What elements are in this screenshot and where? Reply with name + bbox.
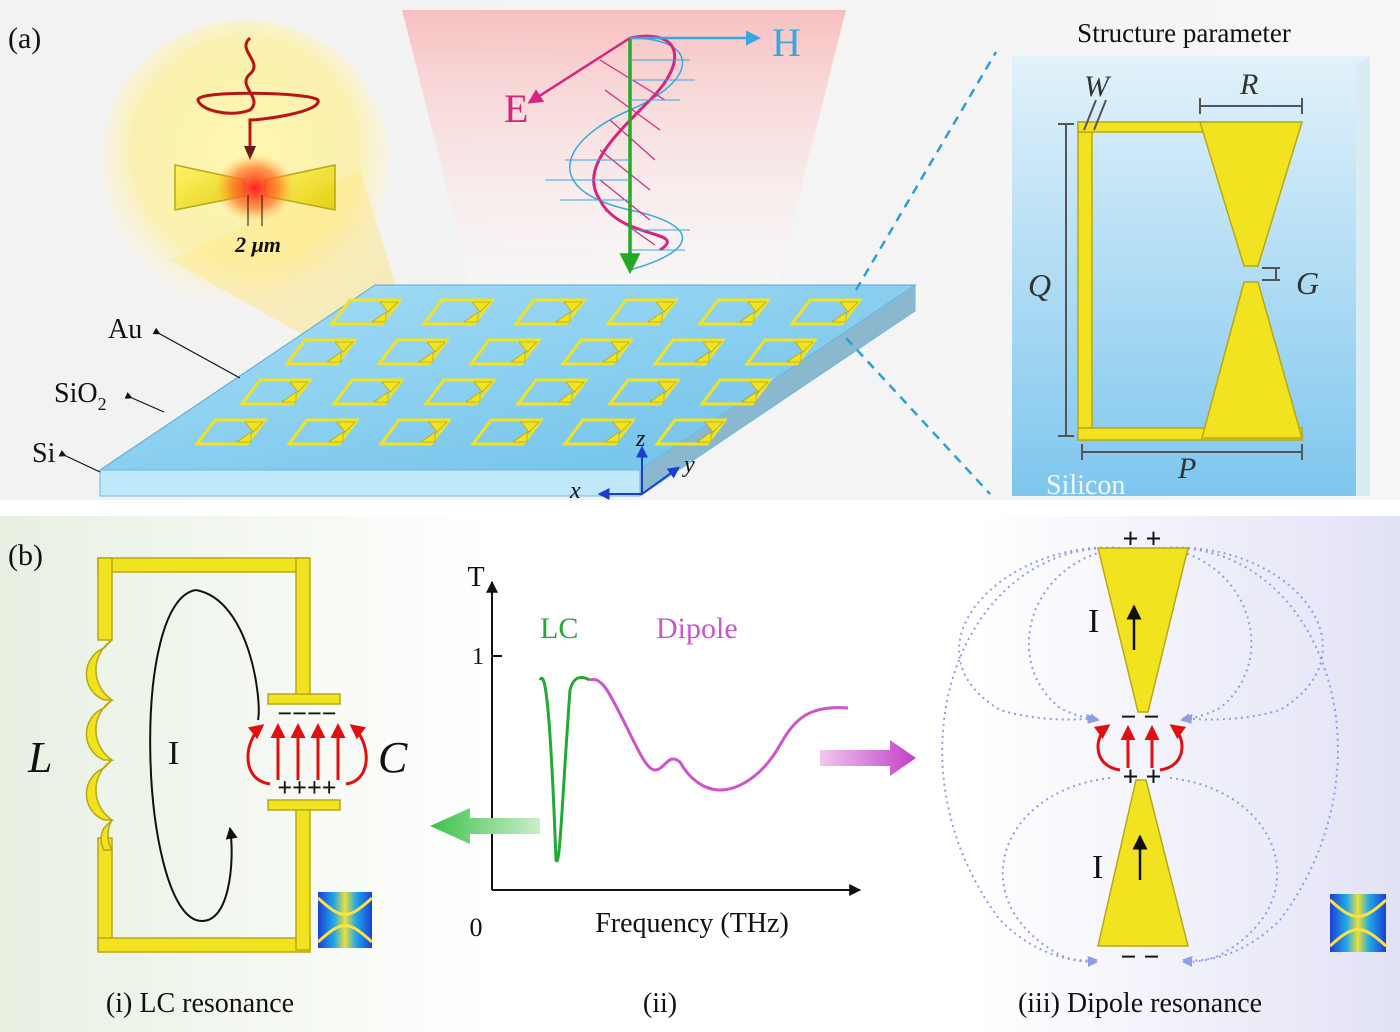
lc-current-label: I: [168, 735, 179, 772]
dipole-current-label-bottom: I: [1092, 849, 1103, 886]
unit-cell: [468, 338, 542, 366]
h-field-label: H: [772, 20, 801, 65]
unit-cell: [513, 298, 587, 326]
unit-cell: [239, 378, 313, 406]
sio2-label: SiO2: [54, 378, 107, 414]
unit-cell: [421, 298, 495, 326]
substrate-label: Silicon: [1046, 470, 1125, 501]
series-lc-line: [538, 675, 591, 863]
unit-cell: [605, 298, 679, 326]
capacitor-label: C: [378, 733, 408, 782]
unit-cell: [699, 378, 773, 406]
param-q-label: Q: [1028, 267, 1051, 303]
arrow-to-dipole: [820, 740, 916, 776]
unit-cell: [654, 418, 728, 446]
em-wave: [527, 30, 761, 275]
structure-title: Structure parameter: [1077, 18, 1291, 48]
caption-dipole: (iii) Dipole resonance: [1018, 988, 1262, 1019]
capacitor-field-arrows: [246, 723, 368, 786]
dipole-bottom-arm: [1097, 779, 1189, 947]
incident-beam: [402, 10, 846, 320]
si-label: Si: [32, 438, 56, 469]
origin-label: 0: [470, 913, 483, 942]
param-p-label: P: [1177, 452, 1196, 485]
zoom-line-bottom: [845, 337, 991, 495]
axis-z-label: z: [635, 426, 646, 452]
legend-dipole: Dipole: [656, 612, 738, 645]
transmission-chart: [486, 580, 862, 896]
panel-b-label: (b): [8, 539, 43, 572]
field-map-thumbnail-dipole: [1328, 894, 1388, 952]
e-field-label: E: [504, 86, 528, 131]
unit-cell: [329, 298, 403, 326]
y-tick-label: 1: [472, 644, 484, 670]
param-g-label: G: [1296, 265, 1319, 301]
cap-positive-charge: ++++: [277, 773, 336, 802]
lc-circuit: [85, 557, 341, 953]
dipole-top-arm: [1097, 547, 1189, 713]
e-field-arrow: [527, 36, 631, 104]
unit-cell: [744, 338, 818, 366]
unit-cell: [331, 378, 405, 406]
hotspot: [215, 154, 295, 222]
gap-field-arrows: [1093, 724, 1187, 772]
unit-cell: [470, 418, 544, 446]
x-axis-label: Frequency (THz): [595, 908, 789, 939]
light-pulse-icon: [196, 36, 320, 148]
unit-cell: [286, 418, 360, 446]
unit-cell: [607, 378, 681, 406]
zoom-line-top: [854, 51, 998, 291]
param-r-label: R: [1239, 68, 1258, 101]
legend-lc: LC: [540, 612, 578, 645]
field-map-thumbnail-lc: [316, 892, 374, 948]
dipole-gap-pos-charge: + +: [1123, 762, 1162, 793]
unit-cell: [423, 378, 497, 406]
au-label: Au: [108, 314, 142, 345]
unit-cell-detail: [1012, 56, 1370, 496]
inset-scale-label: 2 μm: [234, 232, 281, 257]
dipole-field-lines: [941, 546, 1339, 967]
panel-b: (b) −−−− ++++ L C: [0, 516, 1400, 1032]
unit-cell: [697, 298, 771, 326]
unit-cell: [562, 418, 636, 446]
unit-cell: [284, 338, 358, 366]
dipole-bottom-neg-charge: − −: [1121, 942, 1160, 973]
unit-cell: [194, 418, 268, 446]
panel-a: 2 μm E H Au SiO2: [0, 0, 1400, 504]
unit-cell: [789, 298, 863, 326]
current-loop-arrow: [149, 589, 238, 922]
series-dipole-line: [589, 677, 849, 792]
cap-negative-charge: −−−−: [277, 699, 336, 728]
unit-cell: [376, 338, 450, 366]
axis-y-label: y: [682, 452, 695, 478]
y-axis-label: T: [467, 562, 484, 593]
panel-a-label: (a): [8, 22, 41, 55]
dipole-gap-neg-charge: − −: [1121, 702, 1160, 733]
dipole-top-pos-charge: + +: [1123, 524, 1162, 555]
inductor-label: L: [27, 733, 52, 782]
coordinate-axes: [597, 445, 680, 500]
unit-cell: [652, 338, 726, 366]
caption-chart: (ii): [643, 988, 677, 1019]
param-w-label: W: [1084, 70, 1112, 103]
unit-cell: [515, 378, 589, 406]
caption-lc: (i) LC resonance: [106, 988, 294, 1019]
unit-cell-array: [194, 298, 863, 446]
metasurface-slab: [98, 284, 917, 497]
unit-cell: [560, 338, 634, 366]
unit-cell: [378, 418, 452, 446]
arrow-to-lc: [430, 808, 540, 844]
axis-x-label: x: [569, 478, 581, 504]
dipole-current-label-top: I: [1088, 603, 1099, 640]
